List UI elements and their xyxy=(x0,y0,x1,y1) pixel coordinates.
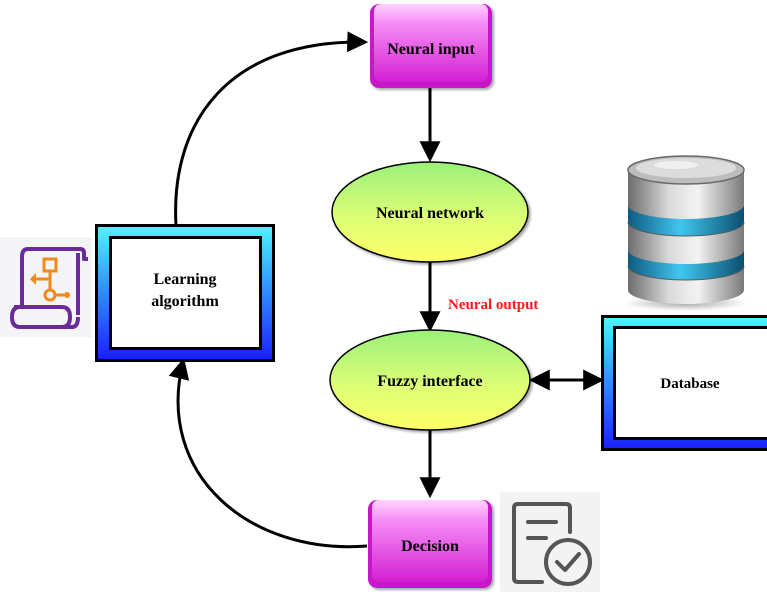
connectors xyxy=(168,31,605,549)
decision-label: Decision xyxy=(401,538,459,555)
workflow-scroll-icon xyxy=(0,237,92,337)
database-node xyxy=(601,315,767,451)
arrow-learning-to-input xyxy=(174,31,369,227)
decision-node xyxy=(368,500,492,588)
learning-algorithm-label-line2: algorithm xyxy=(151,293,219,310)
database-cylinder-icon xyxy=(624,155,748,311)
learning-algorithm-label-line1: Learning xyxy=(153,271,216,288)
neural-input-node xyxy=(370,4,492,88)
neural-input-label: Neural input xyxy=(387,41,475,58)
fuzzy-interface-label: Fuzzy interface xyxy=(377,373,482,390)
database-label: Database xyxy=(660,376,720,392)
learning-algorithm-node xyxy=(95,224,275,362)
checklist-approved-icon xyxy=(500,492,600,592)
neural-output-label: Neural output xyxy=(448,297,538,313)
neural-network-label: Neural network xyxy=(376,205,484,222)
neural-network-node xyxy=(331,161,529,263)
arrow-decision-to-learning xyxy=(168,357,368,549)
fuzzy-interface-node xyxy=(329,329,531,431)
